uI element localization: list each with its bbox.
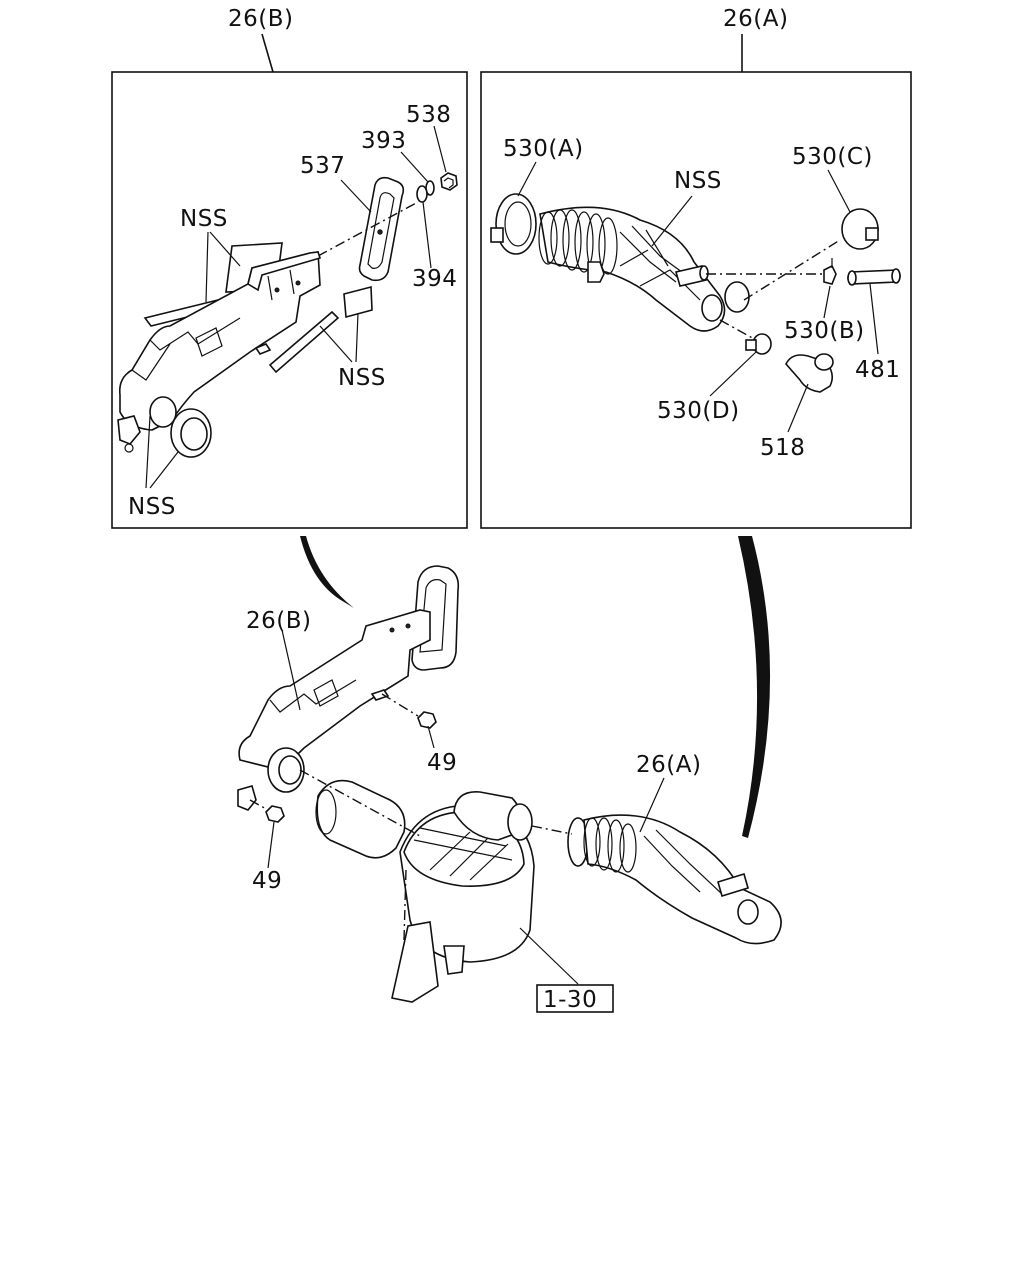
label-530d: 530(D) <box>657 398 740 424</box>
label-nss-pads: NSS <box>180 206 228 232</box>
label-49-upper: 49 <box>427 750 457 776</box>
bracket-tab-b <box>117 415 141 445</box>
label-394: 394 <box>412 266 457 292</box>
label-main-26a: 26(A) <box>636 752 701 778</box>
label-530c: 530(C) <box>792 144 873 170</box>
arrow-to-panel-b <box>300 536 354 608</box>
main-assembly <box>237 565 782 1003</box>
main-hose-26a <box>583 814 782 945</box>
label-537: 537 <box>300 153 345 179</box>
nut-49-lower-icon <box>265 805 285 823</box>
panel-b-header-leader <box>261 33 274 73</box>
panel-b-header: 26(B) <box>228 6 294 32</box>
main-bracket <box>238 609 431 771</box>
label-49-lower: 49 <box>252 868 282 894</box>
clamp-530a-icon <box>495 193 537 255</box>
intake-hose-a <box>539 206 726 332</box>
mount-537-icon <box>358 176 405 282</box>
panel-b-frame <box>111 71 468 529</box>
pad-square <box>343 285 373 319</box>
label-nss-hose: NSS <box>674 168 722 194</box>
label-518: 518 <box>760 435 805 461</box>
label-481: 481 <box>855 357 900 383</box>
nut-49-upper-icon <box>417 711 437 729</box>
bolt-b <box>254 343 272 355</box>
label-538: 538 <box>406 102 451 128</box>
label-main-26b: 26(B) <box>246 608 312 634</box>
panel-b-illustration <box>117 125 458 489</box>
ref-box <box>536 984 614 1013</box>
clamp-530b-icon <box>823 264 837 285</box>
panel-a-illustration <box>490 161 901 433</box>
label-530a: 530(A) <box>503 136 584 162</box>
panel-a-header: 26(A) <box>723 6 788 32</box>
panel-a-frame <box>480 71 912 529</box>
label-530b: 530(B) <box>784 318 865 344</box>
washer-394-icon <box>416 185 428 203</box>
label-ref-1-30: 1-30 <box>543 987 597 1013</box>
label-393: 393 <box>361 128 406 154</box>
label-nss-grommet: NSS <box>128 494 176 520</box>
assembly-line <box>317 201 419 257</box>
label-nss-strips: NSS <box>338 365 386 391</box>
arrow-to-panel-a <box>738 536 771 838</box>
